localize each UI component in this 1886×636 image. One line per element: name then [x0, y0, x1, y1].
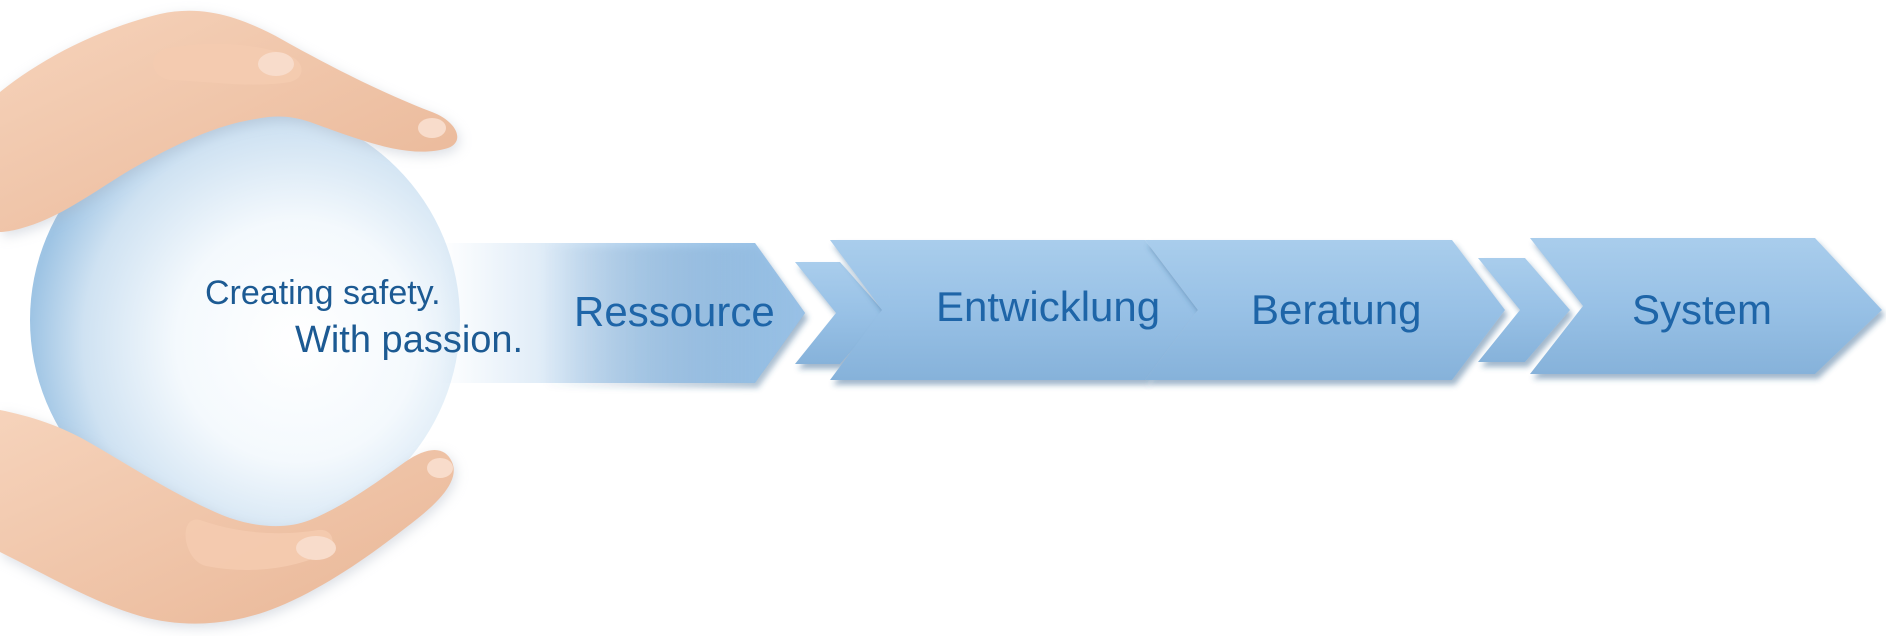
sphere — [30, 105, 460, 535]
chevron-system — [1530, 238, 1882, 374]
bottom-hand — [0, 410, 454, 624]
chevron-entwicklung — [830, 240, 1198, 380]
step-label-system: System — [1632, 286, 1772, 333]
step-label-entwicklung: Entwicklung — [936, 283, 1160, 330]
step-label-beratung: Beratung — [1251, 286, 1421, 333]
top-hand — [0, 10, 458, 233]
connector-chevron-2 — [1478, 258, 1570, 362]
slogan-line-2: With passion. — [295, 319, 523, 361]
step-label-ressource: Ressource — [574, 288, 775, 335]
chevron-ressource — [540, 243, 805, 383]
slogan-line-1: Creating safety. — [205, 274, 441, 312]
hands-holding-sphere-icon — [0, 10, 458, 624]
chevron-beratung — [1145, 240, 1505, 380]
